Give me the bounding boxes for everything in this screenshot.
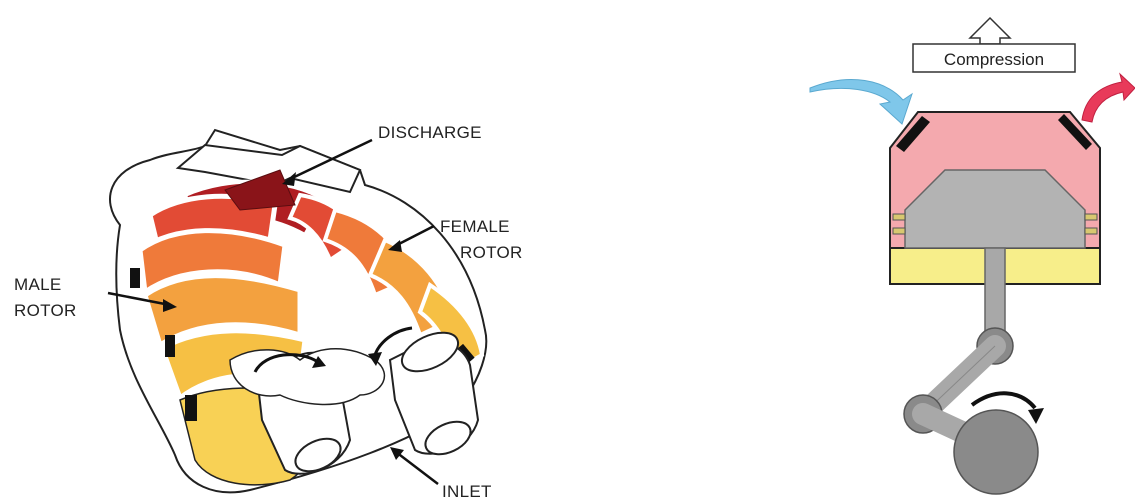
- label-male-rotor-line2: ROTOR: [14, 301, 77, 320]
- exhaust-arrow: [1082, 74, 1135, 122]
- crankshaft-wheel: [954, 410, 1038, 494]
- label-male-rotor-line1: MALE: [14, 275, 62, 294]
- housing-seal-3: [185, 395, 197, 421]
- compression-label: Compression: [944, 50, 1044, 69]
- inlet-callout-line: [396, 452, 438, 484]
- housing-seal-2: [165, 335, 175, 357]
- label-inlet: INLET: [442, 482, 492, 501]
- housing-seal-1: [130, 268, 140, 288]
- piston-ring-left-1: [893, 214, 905, 220]
- piston-ring-right-1: [1085, 214, 1097, 220]
- label-female-rotor-line1: FEMALE: [440, 217, 510, 236]
- label-female-rotor-line2: ROTOR: [460, 243, 523, 262]
- crank-rotation-arrowhead: [1028, 408, 1044, 424]
- compression-up-arrow: [970, 18, 1010, 44]
- screw-compressor-diagram: DISCHARGE FEMALE ROTOR MALE ROTOR INLET: [14, 123, 523, 501]
- label-discharge: DISCHARGE: [378, 123, 482, 142]
- piston-ring-right-2: [1085, 228, 1097, 234]
- piston-compression-diagram: Compression: [810, 18, 1135, 494]
- intake-arrow: [810, 79, 912, 124]
- crank-rotation-arrow: [972, 393, 1035, 408]
- piston-ring-left-2: [893, 228, 905, 234]
